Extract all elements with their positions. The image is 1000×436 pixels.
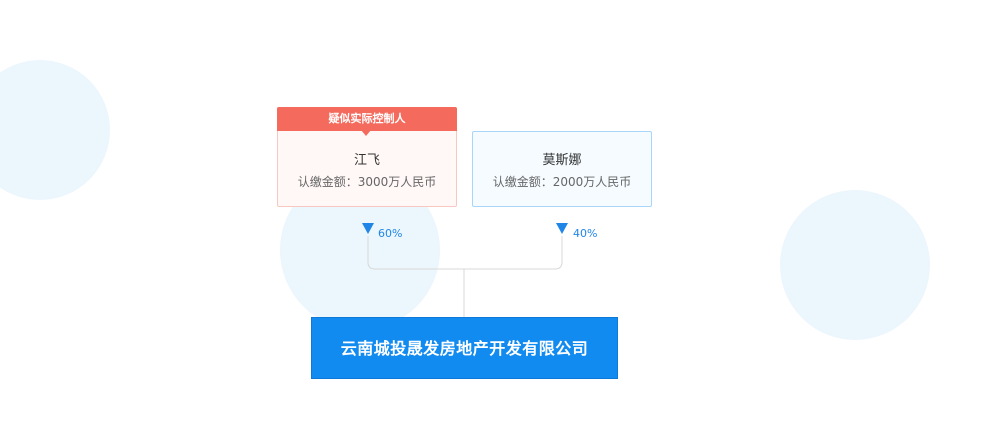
shareholding-percent-1: 60% (378, 227, 403, 240)
shareholder-capital: 认缴金额：3000万人民币 (297, 175, 437, 189)
watermark-circle-left (0, 60, 110, 200)
shareholding-percent-2: 40% (573, 227, 598, 240)
company-node[interactable]: 云南城投晟发房地产开发有限公司 (311, 317, 618, 379)
watermark-circle-right (780, 190, 930, 340)
connector-line-2 (464, 236, 563, 270)
shareholder-name[interactable]: 江飞 (353, 153, 380, 168)
company-name: 云南城投晟发房地产开发有限公司 (340, 339, 589, 358)
shareholder-capital: 认缴金额：2000万人民币 (492, 175, 632, 189)
arrow-down-icon-1 (362, 223, 374, 234)
actual-controller-label: 疑似实际控制人 (328, 112, 406, 125)
shareholder-card-1[interactable]: 疑似实际控制人 江飞 认缴金额：3000万人民币 (277, 107, 457, 207)
actual-controller-badge: 疑似实际控制人 (277, 107, 457, 136)
shareholder-name[interactable]: 莫斯娜 (542, 153, 582, 168)
badge-pointer-icon (361, 130, 371, 136)
shareholder-card-2[interactable]: 莫斯娜 认缴金额：2000万人民币 (472, 131, 652, 207)
arrow-down-icon-2 (556, 223, 568, 234)
